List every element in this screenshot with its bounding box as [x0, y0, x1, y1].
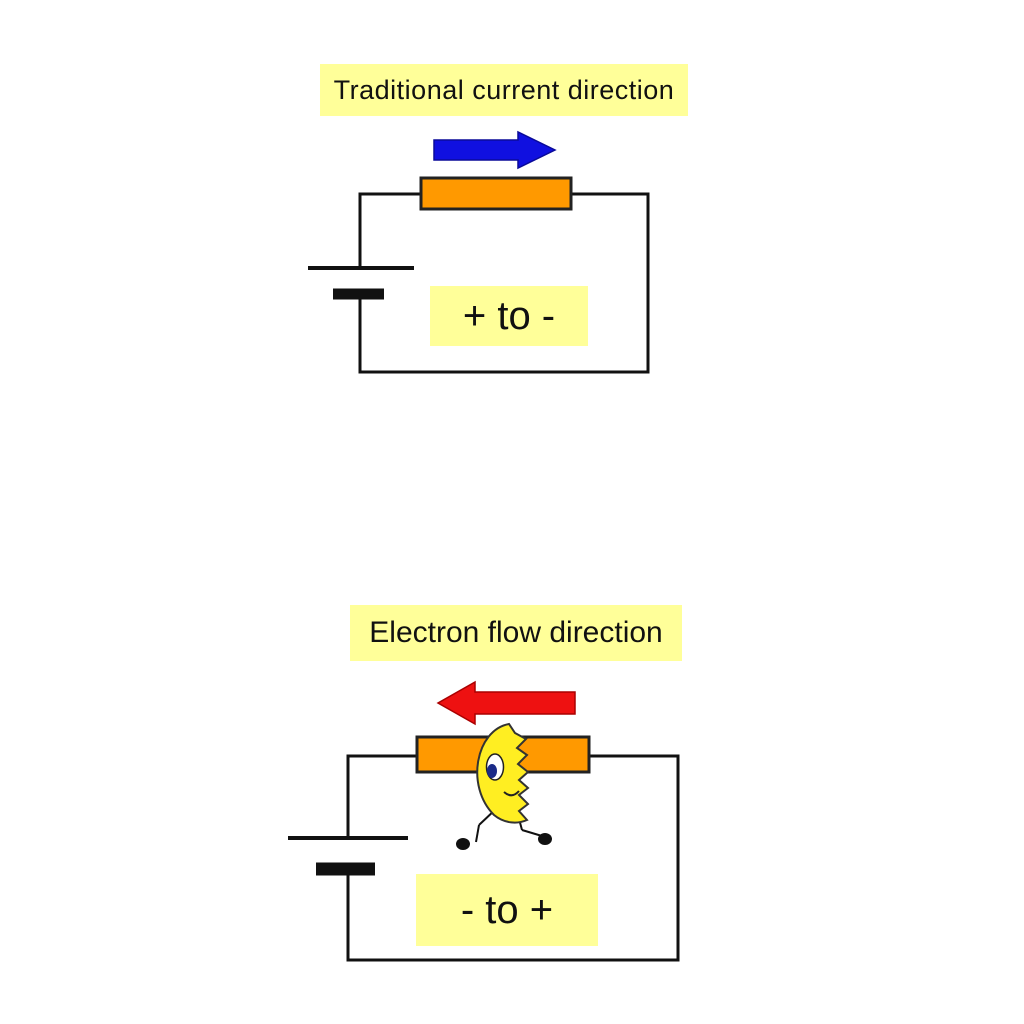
- resistor: [419, 176, 573, 211]
- arrow-left-icon: [436, 680, 576, 726]
- bottom-circuit: [288, 680, 680, 962]
- electron-direction-text: - to +: [416, 874, 598, 946]
- top-circuit-wire: [358, 192, 421, 268]
- electron-character-icon: [456, 722, 552, 850]
- bottom-circuit-wire: [346, 754, 417, 838]
- electron-flow-label: Electron flow direction: [350, 605, 682, 661]
- current-direction-text: + to -: [430, 286, 588, 346]
- traditional-current-label: Traditional current direction: [320, 64, 688, 116]
- top-circuit: [308, 130, 650, 374]
- top-circuit-wire: [358, 192, 650, 374]
- bottom-circuit-wire: [346, 754, 680, 962]
- arrow-right-icon: [433, 130, 557, 170]
